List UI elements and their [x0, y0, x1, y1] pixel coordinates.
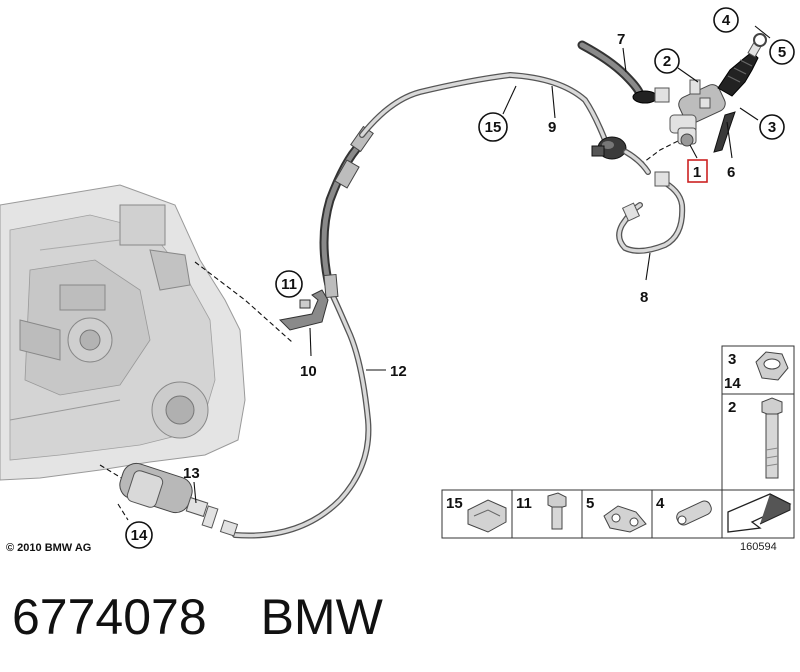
hose-7: [577, 40, 670, 104]
caption: 6774078 BMW: [12, 588, 383, 646]
callout-1: 1: [687, 159, 708, 183]
callout-5: 5: [769, 39, 795, 65]
table-label-14: 14: [724, 375, 741, 392]
clip-icon: [467, 499, 507, 533]
table-label-11: 11: [516, 495, 532, 512]
leader-lines: [193, 25, 771, 504]
bracket-10: [278, 289, 329, 331]
callout-7: 7: [617, 31, 625, 48]
callout-8: 8: [640, 289, 648, 306]
guide-line-master: [639, 139, 681, 166]
nut-icon: [755, 351, 789, 381]
screw-icon: [547, 492, 567, 530]
callout-14: 14: [125, 521, 153, 549]
callout-1-label: 1: [693, 164, 701, 181]
callout-13: 13: [183, 465, 200, 482]
part-number: 6774078: [12, 589, 207, 645]
table-label-2: 2: [728, 399, 736, 416]
callout-10: 10: [300, 363, 317, 380]
brand-name: BMW: [260, 589, 383, 645]
arrow-icon: [727, 493, 792, 533]
table-label-5: 5: [586, 495, 594, 512]
table-label-4: 4: [656, 495, 665, 512]
hose-15: [319, 125, 374, 299]
spring-clip-icon: [603, 505, 647, 533]
callout-5-label: 5: [778, 44, 786, 61]
copyright-notice: © 2010 BMW AG: [6, 542, 92, 554]
callout-12: 12: [390, 363, 407, 380]
callout-11: 11: [275, 270, 303, 298]
callout-3-label: 3: [768, 119, 776, 136]
bolt-icon: [761, 397, 783, 479]
callout-4-label: 4: [722, 12, 731, 29]
table-label-15: 15: [446, 495, 463, 512]
callout-15-label: 15: [485, 119, 502, 136]
guide-line-bracket: [194, 261, 293, 343]
callout-6: 6: [727, 164, 735, 181]
clutch-slave-cylinder: [119, 462, 239, 537]
callout-9: 9: [548, 119, 556, 136]
callout-4: 4: [713, 7, 739, 33]
callout-11-label: 11: [281, 276, 297, 293]
callout-3: 3: [759, 114, 785, 140]
pipe-12: [232, 287, 372, 539]
pushrod-pin: [747, 33, 767, 58]
callout-15: 15: [478, 112, 508, 142]
clutch-hydraulics-diagram: 1 2 3 4 5 6 7 8 9 10 11 12 13 14 15 3 14: [0, 7, 795, 549]
table-label-3: 3: [728, 351, 736, 368]
image-number: 160594: [740, 541, 777, 553]
pipe-8: [616, 171, 686, 254]
hardware-table-vertical: 3 14 2: [721, 345, 795, 491]
callout-14-label: 14: [131, 527, 148, 544]
hardware-table-horizontal: 15 11 5 4: [441, 489, 795, 539]
pipe-9: [359, 72, 608, 143]
pin-icon: [676, 500, 712, 526]
callout-2-label: 2: [663, 53, 671, 70]
seal-strip: [713, 111, 736, 153]
gearbox-housing: [0, 184, 246, 481]
guide-line-screw: [117, 503, 129, 521]
rubber-boot: [717, 51, 759, 97]
callout-2: 2: [654, 48, 680, 74]
damper-unit: [591, 136, 651, 175]
